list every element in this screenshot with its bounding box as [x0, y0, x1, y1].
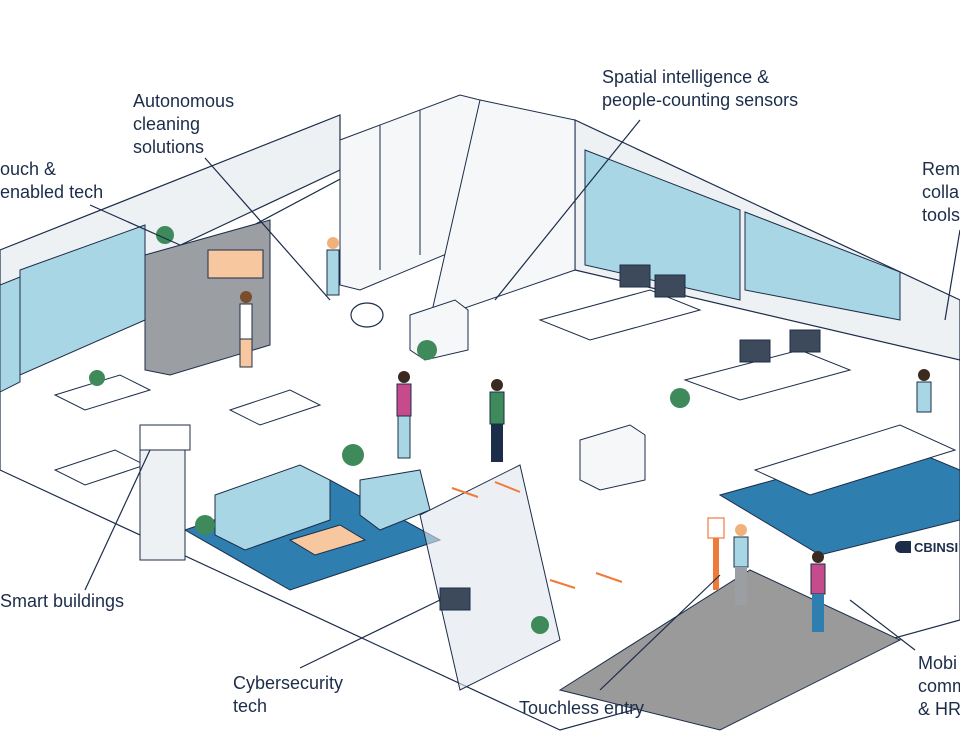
- glass-partition: [419, 464, 561, 691]
- workstation-desk: [538, 289, 702, 341]
- plant: [195, 515, 215, 535]
- sofa: [214, 464, 331, 551]
- armchair: [359, 469, 431, 531]
- pillar: [139, 449, 186, 561]
- person: [916, 369, 932, 413]
- motion-arrow: [494, 481, 521, 493]
- right-window: [584, 149, 741, 301]
- person: [489, 379, 505, 462]
- plant: [342, 444, 364, 466]
- label-autonomous-cleaning: Autonomous cleaning solutions: [133, 91, 235, 157]
- desk-left-2: [228, 389, 322, 426]
- plant: [670, 388, 690, 408]
- partition-wall: [429, 99, 576, 321]
- person: [810, 551, 826, 632]
- label-touch-enabled: ouch & enabled tech: [0, 159, 104, 202]
- person: [239, 291, 253, 368]
- left-window-2: [0, 276, 21, 393]
- person: [326, 237, 340, 296]
- coffee-table: [288, 524, 367, 556]
- label-mobile-hr: Mobi comm & HR: [918, 653, 960, 719]
- motion-arrow: [595, 572, 623, 583]
- plant: [417, 340, 437, 360]
- touchless-entry-post: [713, 520, 719, 590]
- label-remote-collaboration: Rem colla tools: [922, 159, 960, 225]
- label-cybersecurity: Cybersecurity tech: [233, 673, 344, 716]
- cabinet-screen: [207, 249, 264, 279]
- monitor: [619, 264, 651, 288]
- person: [733, 524, 749, 605]
- plant: [89, 370, 105, 386]
- right-window-2: [744, 211, 901, 321]
- plant: [156, 226, 174, 244]
- cleaning-robot: [350, 302, 384, 328]
- hvac-unit: [139, 424, 191, 451]
- meeting-table: [753, 424, 957, 496]
- label-touchless-entry: Touchless entry: [519, 698, 645, 718]
- plant: [531, 616, 549, 634]
- motion-arrow: [549, 579, 576, 589]
- label-spatial-intelligence: Spatial intelligence & people-counting s…: [602, 67, 799, 110]
- logo-icon: [895, 541, 911, 553]
- callout-lines: [84, 119, 960, 691]
- motion-arrow: [451, 487, 479, 498]
- monitor: [439, 587, 471, 611]
- label-smart-buildings: Smart buildings: [0, 591, 125, 611]
- brand-logo: CBINSI: [895, 540, 958, 555]
- monitor: [789, 329, 821, 353]
- brand-text: CBINSI: [914, 540, 959, 555]
- person: [396, 371, 412, 459]
- monitor: [654, 274, 686, 298]
- printer: [579, 424, 646, 491]
- monitor: [739, 339, 771, 363]
